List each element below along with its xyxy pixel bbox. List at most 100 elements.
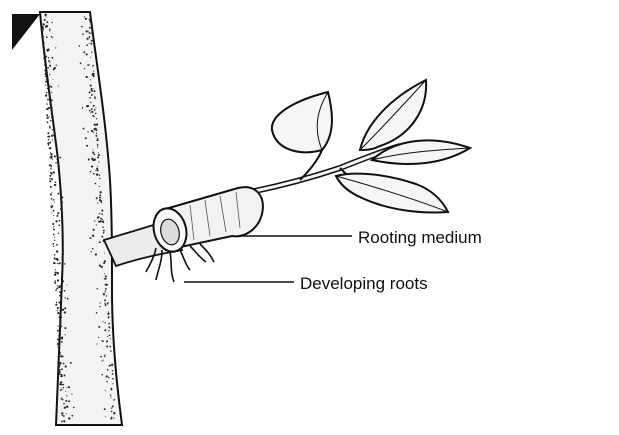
stipple-dot	[87, 131, 88, 132]
stipple-dot	[60, 390, 61, 391]
stipple-dot	[102, 221, 104, 223]
stipple-dot	[61, 299, 63, 301]
stipple-dot	[56, 64, 57, 65]
stipple-dot	[100, 303, 101, 304]
stipple-dot	[110, 394, 112, 396]
stipple-dot	[61, 289, 63, 291]
stipple-dot	[43, 49, 44, 50]
stipple-dot	[65, 365, 67, 367]
stipple-dot	[93, 229, 95, 231]
stipple-dot	[89, 91, 91, 93]
stipple-dot	[63, 420, 65, 422]
stipple-dot	[56, 302, 57, 303]
stipple-dot	[54, 240, 55, 241]
stipple-dot	[61, 389, 63, 391]
stipple-dot	[61, 316, 63, 318]
stipple-dot	[48, 57, 49, 58]
stipple-dot	[110, 350, 111, 351]
stipple-dot	[60, 354, 61, 355]
stipple-dot	[52, 223, 53, 224]
stipple-dot	[107, 336, 108, 337]
stipple-dot	[59, 285, 60, 286]
stipple-dot	[95, 170, 96, 171]
stipple-dot	[60, 352, 61, 353]
stipple-dot	[61, 337, 63, 339]
stipple-dot	[86, 105, 88, 107]
stipple-dot	[61, 326, 62, 327]
leaves	[272, 80, 470, 212]
stipple-dot	[91, 166, 93, 168]
stipple-dot	[45, 16, 46, 17]
stipple-dot	[55, 220, 57, 222]
stipple-dot	[54, 254, 56, 256]
stipple-dot	[64, 312, 65, 313]
stipple-dot	[82, 33, 84, 35]
stipple-dot	[57, 310, 58, 311]
stipple-dot	[47, 132, 49, 134]
stipple-dot	[86, 30, 88, 32]
stipple-dot	[104, 278, 106, 280]
stipple-dot	[50, 152, 51, 153]
stipple-dot	[97, 170, 99, 172]
stipple-dot	[93, 75, 95, 77]
stipple-dot	[52, 159, 53, 160]
stipple-dot	[102, 219, 103, 220]
stipple-dot	[58, 371, 60, 373]
stipple-dot	[100, 191, 102, 193]
stipple-dot	[51, 192, 52, 193]
stipple-dot	[58, 358, 59, 359]
stipple-dot	[81, 26, 83, 28]
stipple-dot	[95, 183, 97, 185]
stipple-dot	[97, 156, 99, 158]
stipple-dot	[96, 224, 97, 225]
stipple-dot	[94, 109, 96, 111]
stipple-dot	[50, 193, 52, 195]
stipple-dot	[58, 335, 59, 336]
stipple-dot	[45, 72, 47, 74]
stipple-dot	[101, 236, 103, 238]
stipple-dot	[96, 132, 97, 133]
stipple-dot	[109, 346, 111, 348]
stipple-dot	[109, 327, 110, 328]
stipple-dot	[66, 413, 67, 414]
stipple-dot	[95, 107, 96, 108]
stipple-dot	[64, 297, 65, 298]
stipple-dot	[58, 262, 60, 264]
stipple-dot	[92, 74, 93, 75]
stipple-dot	[57, 338, 59, 340]
stipple-dot	[54, 282, 56, 284]
stipple-dot	[46, 92, 47, 93]
stipple-dot	[95, 253, 97, 255]
stipple-dot	[71, 393, 72, 394]
stipple-dot	[60, 375, 62, 377]
stipple-dot	[58, 224, 60, 226]
stipple-dot	[84, 16, 85, 17]
stipple-dot	[62, 415, 63, 416]
stipple-dot	[96, 168, 98, 170]
stipple-dot	[54, 274, 56, 276]
stipple-dot	[111, 417, 113, 419]
stipple-dot	[91, 251, 92, 252]
stipple-dot	[54, 236, 55, 237]
stipple-dot	[57, 307, 59, 309]
stipple-dot	[86, 53, 88, 55]
stipple-dot	[101, 374, 102, 375]
stipple-dot	[105, 278, 107, 280]
stipple-dot	[99, 241, 101, 243]
stipple-dot	[99, 175, 101, 177]
stipple-dot	[107, 313, 109, 315]
stipple-dot	[57, 325, 58, 326]
stipple-dot	[63, 374, 65, 376]
stipple-dot	[90, 57, 91, 58]
stipple-dot	[86, 145, 88, 147]
stipple-dot	[106, 340, 108, 342]
stipple-dot	[42, 27, 44, 29]
stipple-dot	[59, 291, 61, 293]
stipple-dot	[57, 343, 59, 345]
stipple-dot	[88, 158, 90, 160]
stipple-dot	[111, 407, 112, 408]
stipple-dot	[101, 266, 103, 268]
stipple-dot	[114, 399, 115, 400]
stipple-dot	[44, 70, 46, 72]
stipple-dot	[105, 322, 106, 323]
